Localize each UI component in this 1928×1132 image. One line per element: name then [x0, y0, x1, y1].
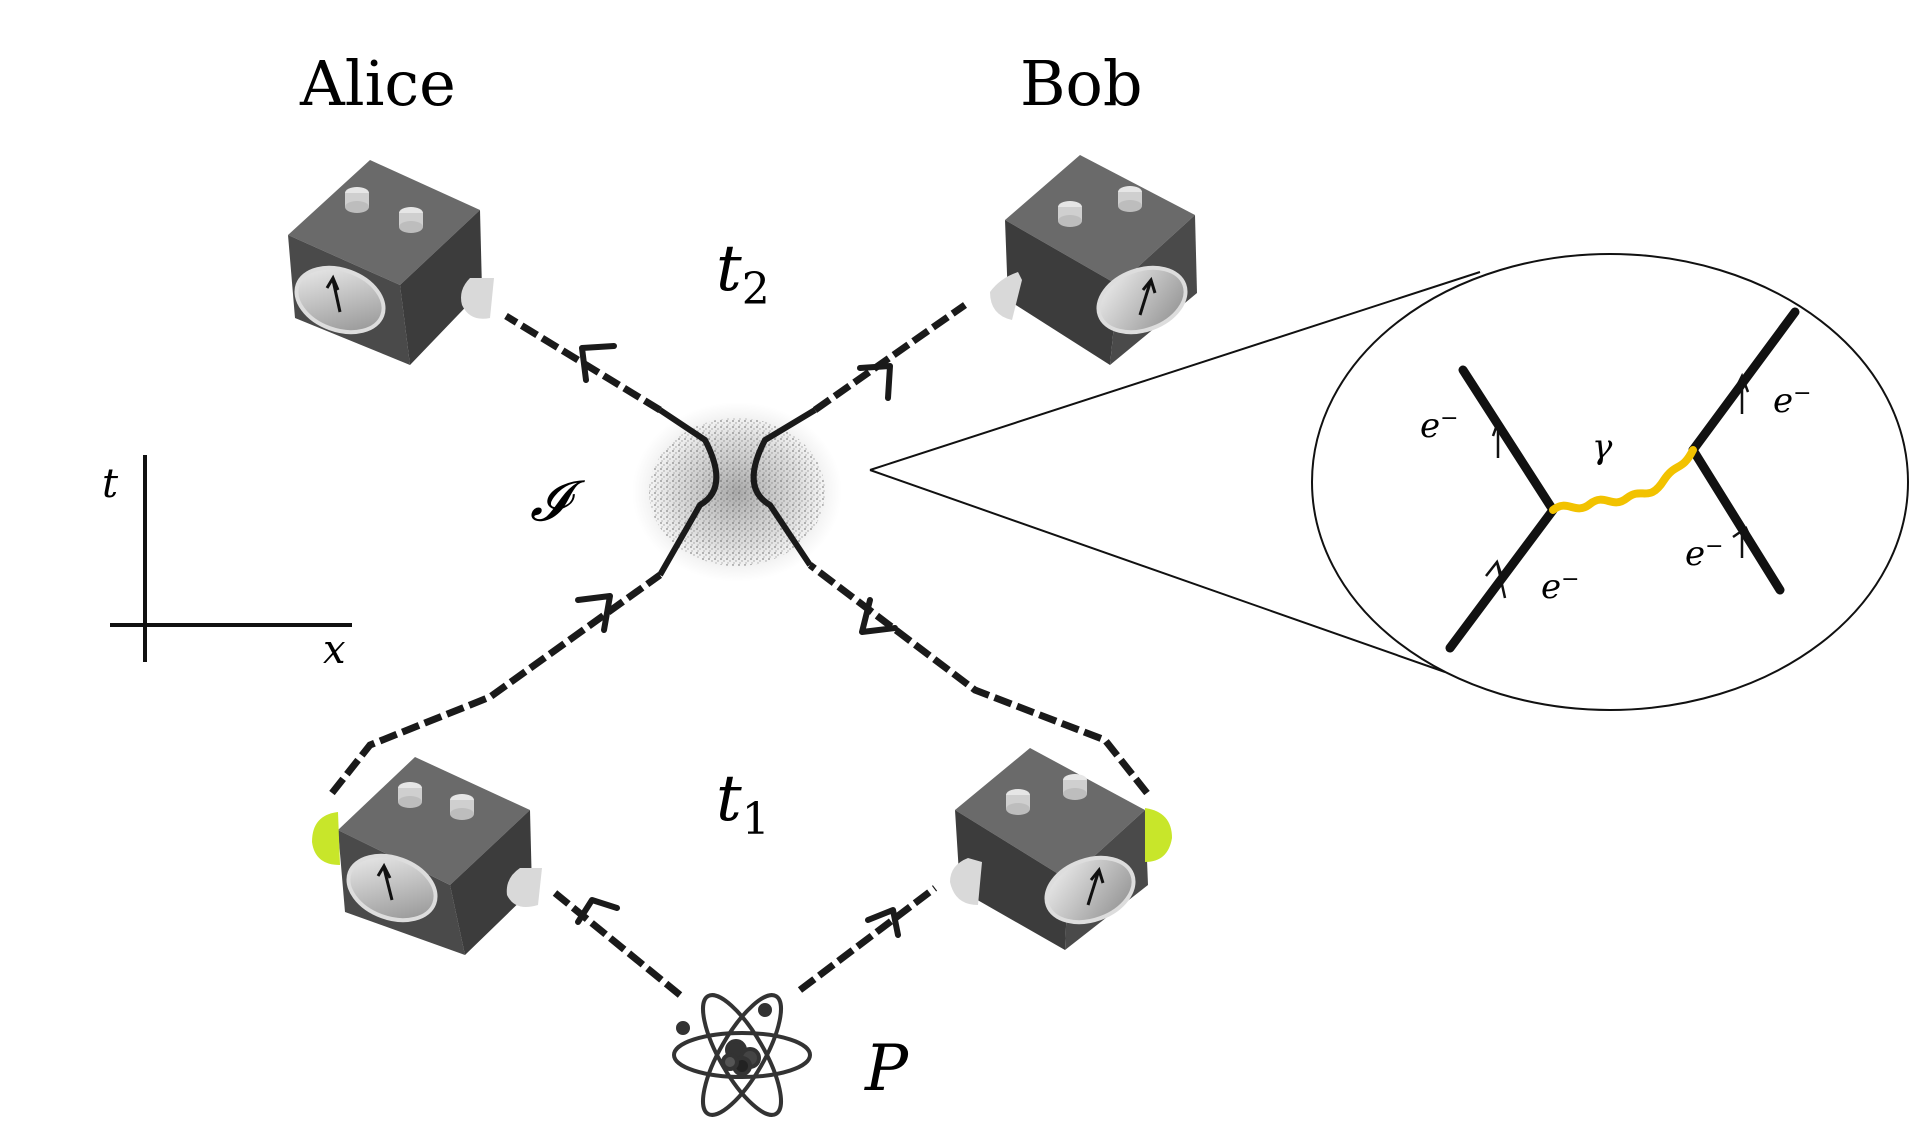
worldline-alice-in [329, 572, 663, 796]
worldline-source-bob [797, 885, 938, 993]
electron-line-top-left [1458, 365, 1558, 515]
worldline-bob-in [807, 562, 1150, 796]
spacetime-axes [110, 455, 352, 662]
source-label: P [864, 1032, 909, 1106]
electron-label-bottom-right: e− [1685, 534, 1724, 574]
arrow-tick [1733, 372, 1750, 393]
alice-detector-t1 [312, 757, 542, 955]
bob-label: Bob [1020, 47, 1143, 120]
arrow-source-bob [865, 907, 901, 938]
scattering-vertex [657, 407, 817, 577]
photon-line [1549, 446, 1697, 514]
output-port-icon [950, 858, 982, 905]
callout-line-top [869, 271, 1481, 471]
arrow-alice-in [575, 593, 613, 633]
electron-label-bottom-left: e− [1541, 567, 1580, 607]
axis-t-label: t [102, 461, 119, 507]
atom-source-icon [672, 993, 812, 1117]
electron-label-top-left: e− [1420, 406, 1459, 446]
dial-icon [294, 265, 386, 335]
t1-label: t1 [716, 762, 770, 845]
dial-icon [1096, 265, 1188, 335]
callout-line-bottom [869, 469, 1446, 673]
t2-label: t2 [716, 232, 770, 315]
worldline-bob-out [812, 302, 968, 413]
arrow-alice-out [579, 343, 617, 383]
zoom-callout [869, 253, 1909, 711]
arrow-bob-in [859, 597, 898, 635]
dial-icon [346, 853, 438, 923]
output-port-icon [461, 278, 494, 319]
dial-icon [1044, 855, 1136, 925]
worldline-alice-out [504, 313, 662, 413]
worldline-source-alice [552, 890, 683, 998]
alice-detector-t2 [288, 160, 494, 365]
indicator-light-icon [312, 812, 340, 865]
worldlines [329, 302, 1150, 998]
output-port-icon [990, 272, 1022, 320]
callout-circle [1311, 253, 1909, 711]
arrow-tick [1732, 526, 1756, 547]
electron-label-top-right: e− [1773, 381, 1812, 421]
feynman-diagram: e− e− e− e− γ [1420, 307, 1812, 653]
arrow-bob-out [857, 363, 893, 401]
arrow-source-alice [575, 897, 620, 925]
alice-label: Alice [299, 47, 456, 120]
electron-line-bottom-right [1688, 445, 1785, 595]
bob-detector-t1 [950, 748, 1172, 950]
axis-x-label: x [323, 627, 346, 673]
interaction-cloud [632, 402, 842, 582]
interaction-label: 𝓘 [530, 469, 585, 534]
bob-detector-t2 [990, 155, 1197, 365]
direction-arrows [575, 343, 901, 938]
output-port-icon [506, 868, 542, 908]
indicator-light-icon [1145, 808, 1172, 862]
photon-label: γ [1592, 427, 1613, 467]
